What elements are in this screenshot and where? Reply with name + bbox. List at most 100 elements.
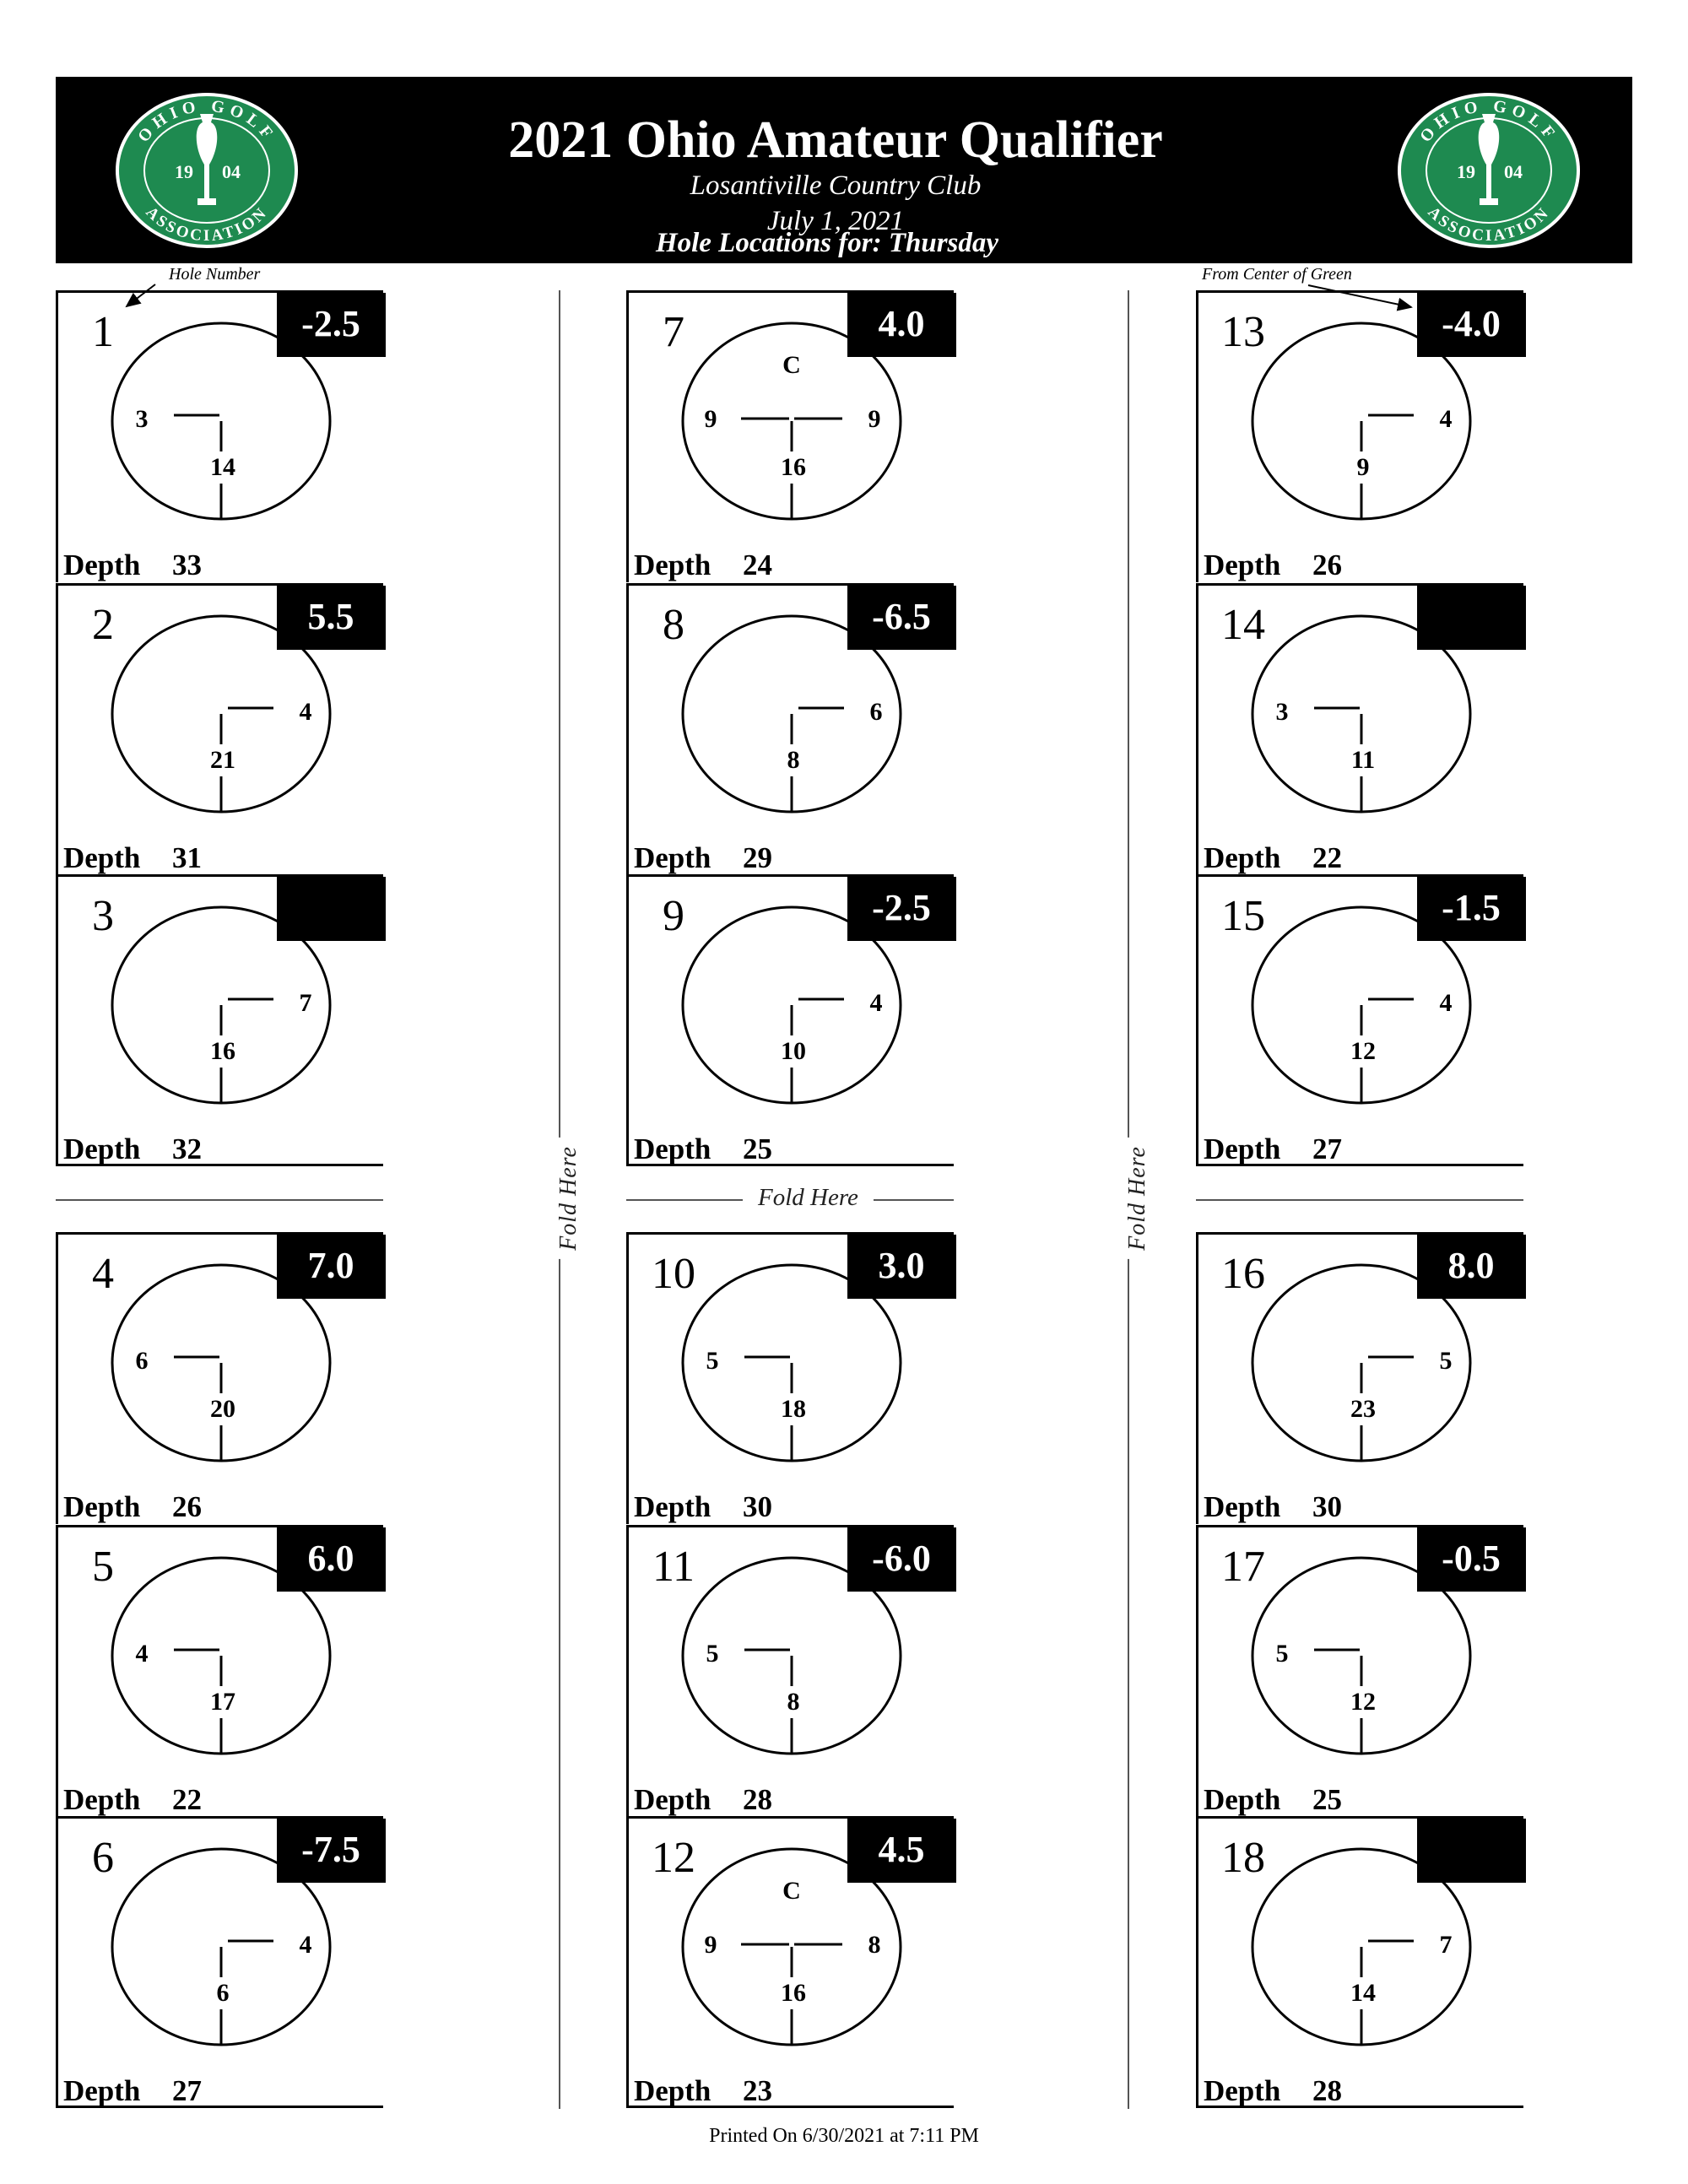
center-offset-value: -0.5 <box>1442 1538 1501 1579</box>
depth-value: 26 <box>172 1490 202 1523</box>
right-distance: 4 <box>300 1931 312 1959</box>
center-offset-box <box>847 293 956 357</box>
depth-label: Depth <box>634 841 711 874</box>
depth-value: 25 <box>743 1133 772 1165</box>
hole-number: 15 <box>1221 892 1265 940</box>
left-distance: 5 <box>706 1347 719 1375</box>
hole-number: 9 <box>663 892 684 940</box>
annotation-arrows <box>125 284 1413 311</box>
center-marker: C <box>782 1877 801 1905</box>
svg-text:04: 04 <box>1504 161 1523 182</box>
front-distance: 20 <box>210 1395 235 1423</box>
center-marker: C <box>782 351 801 379</box>
depth-label: Depth <box>634 1490 711 1523</box>
depth-label: Depth <box>63 841 140 874</box>
center-offset-value: 3.0 <box>879 1245 925 1286</box>
depth-value: 23 <box>743 2074 772 2107</box>
depth-value: 28 <box>1312 2074 1342 2107</box>
front-distance: 6 <box>217 1979 230 2007</box>
left-distance: 9 <box>705 405 717 433</box>
front-distance: 9 <box>1357 453 1370 481</box>
right-distance: 4 <box>870 989 883 1017</box>
front-distance: 16 <box>210 1037 235 1065</box>
depth-value: 22 <box>1312 841 1342 874</box>
depth-label: Depth <box>63 2074 140 2107</box>
center-offset-value: 4.0 <box>879 303 925 344</box>
center-offset-value: -2.5 <box>301 303 360 344</box>
hole-number: 16 <box>1221 1250 1265 1298</box>
depth-label: Depth <box>63 549 140 581</box>
hole-locations-day: Hole Locations for: Thursday <box>655 228 999 258</box>
right-distance: 8 <box>868 1931 881 1959</box>
fold-line-horizontal-left <box>56 1199 383 1201</box>
hole-number: 13 <box>1221 308 1265 356</box>
depth-value: 31 <box>172 841 202 874</box>
depth-label: Depth <box>1204 841 1280 874</box>
from-center-annotation: From Center of Green <box>1202 265 1352 284</box>
depth-value: 29 <box>743 841 772 874</box>
center-offset-box <box>277 1527 386 1592</box>
depth-value: 32 <box>172 1133 202 1165</box>
front-distance: 8 <box>787 1688 800 1716</box>
center-offset-box <box>847 1235 956 1299</box>
center-offset-box <box>1417 1527 1526 1592</box>
group-bottom-border <box>626 1164 954 1166</box>
svg-text:19: 19 <box>175 161 193 182</box>
hole-number-arrow-icon <box>125 284 156 308</box>
group-bottom-border <box>56 1164 383 1166</box>
group-bottom-border <box>56 2106 383 2108</box>
depth-value: 22 <box>172 1783 202 1816</box>
front-distance: 18 <box>781 1395 806 1423</box>
right-distance: 5 <box>1440 1347 1453 1375</box>
hole-number: 17 <box>1221 1543 1265 1591</box>
center-offset-box <box>847 1819 956 1883</box>
fold-here-label-center: Fold Here <box>743 1184 874 1212</box>
front-distance: 23 <box>1350 1395 1376 1423</box>
right-distance: 4 <box>1440 989 1453 1017</box>
front-distance: 17 <box>210 1688 235 1716</box>
hole-number: 1 <box>92 308 114 356</box>
depth-value: 26 <box>1312 549 1342 581</box>
center-offset-value: 6.0 <box>308 1538 354 1579</box>
hole-number: 3 <box>92 892 114 940</box>
center-offset-box <box>1417 877 1526 941</box>
left-distance: 5 <box>706 1640 719 1668</box>
right-distance: 9 <box>868 405 881 433</box>
depth-label: Depth <box>1204 549 1280 581</box>
hole-number: 18 <box>1221 1834 1265 1882</box>
depth-value: 27 <box>1312 1133 1342 1165</box>
right-distance: 7 <box>300 989 312 1017</box>
center-offset-value: -4.0 <box>1442 303 1501 344</box>
hole-number: 11 <box>652 1543 695 1591</box>
front-distance: 14 <box>210 453 235 481</box>
depth-value: 28 <box>743 1783 772 1816</box>
depth-label: Depth <box>1204 1133 1280 1165</box>
group-bottom-border <box>1196 1164 1523 1166</box>
hole-number: 6 <box>92 1834 114 1882</box>
depth-label: Depth <box>63 1490 140 1523</box>
front-distance: 8 <box>787 746 800 774</box>
front-distance: 12 <box>1350 1688 1376 1716</box>
group-bottom-border <box>626 2106 954 2108</box>
center-offset-box <box>1417 586 1526 650</box>
hole-number: 14 <box>1221 601 1265 649</box>
front-distance: 10 <box>781 1037 806 1065</box>
center-offset-value: -6.0 <box>872 1538 931 1579</box>
